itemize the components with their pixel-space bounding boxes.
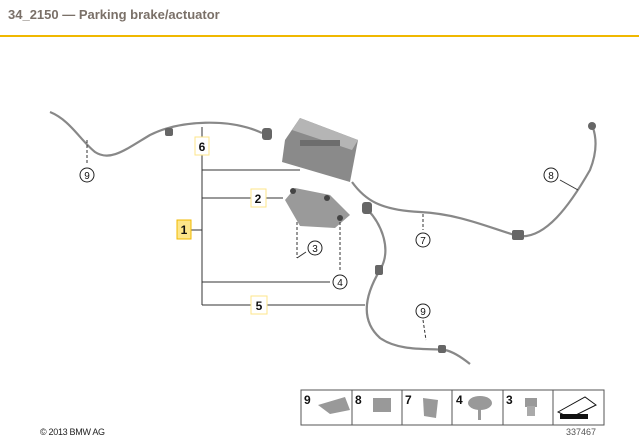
callout-2[interactable]: 2 [250, 188, 267, 208]
callout-5[interactable]: 5 [250, 295, 268, 315]
svg-text:8: 8 [548, 171, 554, 182]
callout-7[interactable]: 7 [415, 232, 431, 248]
callout-9-left[interactable]: 9 [79, 167, 95, 183]
grommets [165, 122, 596, 353]
svg-text:4: 4 [456, 393, 463, 407]
svg-text:8: 8 [355, 393, 362, 407]
right-cable [351, 124, 597, 238]
svg-text:4: 4 [337, 278, 343, 289]
strip-cell-8[interactable]: 8 [355, 393, 391, 412]
actuator-unit [282, 118, 358, 182]
bracket [285, 188, 350, 228]
svg-text:5: 5 [256, 299, 263, 313]
callout-9-right[interactable]: 9 [415, 303, 431, 319]
callout-8[interactable]: 8 [543, 167, 559, 183]
callout-4[interactable]: 4 [332, 274, 348, 290]
view-arrow-icon [556, 396, 597, 419]
strip-cell-3[interactable]: 3 [506, 393, 537, 416]
callout-1[interactable]: 1 [176, 219, 192, 240]
svg-text:6: 6 [199, 140, 206, 154]
strip-cell-7[interactable]: 7 [405, 393, 438, 418]
strip-cell-4[interactable]: 4 [456, 393, 492, 420]
svg-text:1: 1 [181, 223, 188, 237]
svg-text:9: 9 [420, 307, 426, 318]
svg-text:9: 9 [84, 171, 90, 182]
svg-text:2: 2 [255, 192, 262, 206]
lower-cable [365, 209, 471, 365]
svg-text:3: 3 [506, 393, 513, 407]
parts-strip: 9 8 7 4 3 [300, 389, 605, 426]
svg-text:7: 7 [405, 393, 412, 407]
image-number: 337467 [566, 427, 597, 437]
strip-cell-9[interactable]: 9 [304, 393, 350, 414]
svg-text:9: 9 [304, 393, 311, 407]
callout-3[interactable]: 3 [307, 240, 323, 256]
leader-lines [86, 127, 579, 341]
copyright: © 2013 BMW AG [40, 427, 105, 437]
page-title: 34_2150 — Parking brake/actuator [8, 7, 220, 22]
svg-text:7: 7 [420, 236, 426, 247]
title-divider [0, 35, 639, 37]
left-cable [49, 110, 263, 157]
callout-6[interactable]: 6 [194, 136, 210, 156]
svg-text:3: 3 [312, 244, 318, 255]
